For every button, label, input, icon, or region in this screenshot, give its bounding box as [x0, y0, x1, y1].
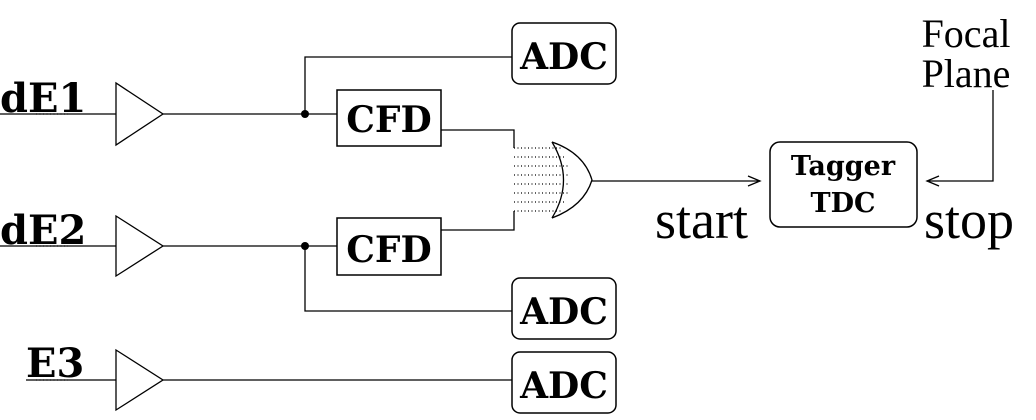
focal-plane-label-line1: Focal — [922, 11, 1011, 56]
adc-bottom-label: ADC — [519, 365, 608, 407]
wire-junction2-to-adc-mid — [304, 246, 512, 312]
input-label-de1: dE1 — [0, 75, 86, 122]
tdc-label-line2: TDC — [811, 188, 876, 219]
channel-e3: E3 ADC — [26, 340, 617, 414]
adc-top-box — [511, 22, 617, 85]
wire-focal-to-tdc-stop — [929, 90, 994, 182]
start-label: start — [655, 190, 748, 250]
cfd-top-box — [336, 89, 442, 147]
tdc-box — [769, 141, 918, 228]
wire-cfd1-to-or — [441, 129, 515, 148]
amplifier-e3 — [115, 348, 165, 412]
wire-junction1-to-adc-top — [304, 56, 512, 114]
adc-mid-box — [511, 277, 617, 340]
or-gate-body — [551, 141, 593, 219]
or-gate — [514, 141, 762, 219]
input-label-e3: E3 — [26, 340, 84, 387]
adc-top-label: ADC — [519, 36, 608, 78]
cfd-top-label: CFD — [346, 99, 431, 141]
stop-label: stop — [924, 190, 1014, 250]
adc-bottom-box — [511, 351, 617, 414]
adc-mid-label: ADC — [519, 291, 608, 333]
stop-arrow — [925, 175, 940, 187]
cfd-bottom-label: CFD — [346, 229, 431, 271]
tagger-tdc: Tagger TDC start stop Focal Plane — [655, 11, 1014, 250]
channel-de2: dE2 CFD ADC — [0, 207, 617, 340]
or-gate-back — [551, 141, 565, 219]
amplifier-de2 — [115, 214, 165, 278]
start-arrow — [747, 175, 762, 187]
wire-cfd2-to-or — [441, 211, 515, 231]
focal-plane-label-line2: Plane — [922, 51, 1011, 96]
amplifier-de1 — [115, 81, 165, 147]
input-label-de2: dE2 — [0, 207, 86, 254]
channel-de1: dE1 ADC CFD — [0, 22, 617, 148]
tdc-label-line1: Tagger — [791, 151, 896, 182]
cfd-bottom-box — [336, 217, 442, 276]
